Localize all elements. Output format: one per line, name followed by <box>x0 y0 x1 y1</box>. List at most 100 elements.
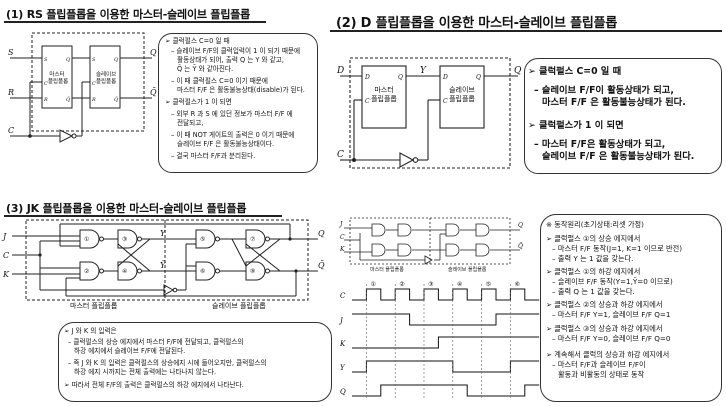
rs-master-pin-s: S <box>44 57 48 63</box>
s2-note-3: ➢ 클럭펄스가 1 이 되면 <box>528 120 624 131</box>
mini-slave-label: 슬레이브 플립플롭 <box>448 267 487 273</box>
d-slave-box <box>439 65 485 129</box>
s2-note-2: 마스터 F/F 은 활동불능상태가 된다. <box>542 97 686 108</box>
mini-output-qbar: Q̄ <box>518 243 523 250</box>
jk-gate-4 <box>117 261 142 281</box>
s3-note-0: ➢ J 와 K 의 입력은 <box>64 327 117 335</box>
d-frame <box>349 57 511 169</box>
jk-input-k: K <box>2 270 10 279</box>
mini-input-j: J <box>338 221 343 228</box>
timing-edge-number: ③ <box>428 281 433 288</box>
d-master-box <box>361 65 407 129</box>
jk-gate-label-3: ③ <box>122 236 127 243</box>
s1-note-11: – 결국 마스터 F/F과 분리된다. <box>171 152 256 160</box>
timing-edge-number: ⑤ <box>486 281 491 288</box>
timing-edge-number: ② <box>399 281 404 288</box>
s4-note-2: – 마스터 F/F 동작(J=1, K=1 이므로 반전) <box>552 244 683 253</box>
mini-input-k: K <box>339 246 345 253</box>
s4-note-7: ➢ 클럭펄스 ②의 상승과 하강 에지에서 <box>546 300 663 309</box>
timing-wave-y <box>352 360 540 373</box>
s1-note-10: 슬레이브 F/F 은 활동불능상태이다. <box>177 140 275 148</box>
rs-master-pin-r: R <box>43 97 48 103</box>
rs-slave-pin-c: C <box>92 81 96 87</box>
s3-note-2: 하강 에지에서 슬레이브 F/F에 전달된다. <box>74 347 186 355</box>
jk-gate-8 <box>245 261 270 281</box>
s4-note-5: – 슬레이브 F/F 동작(Y=1,Ȳ=0 이므로) <box>552 277 673 286</box>
timing-label-c: C <box>340 292 346 300</box>
s4-note-9: ➢ 클럭펄스 ③의 상승과 하강 에지에서 <box>546 324 663 333</box>
d-master-pin-q: Q <box>398 74 403 81</box>
s3-note-3: – 즉 J 와 K 의 입력은 클럭펄스의 상승에지 시에 들어오지만, 클럭펄… <box>68 359 267 367</box>
s1-note-8: 전달되고, <box>177 119 204 127</box>
d-slave-label: 슬레이브 플립플롭 <box>449 86 475 103</box>
rs-slave-pin-r: R <box>91 97 96 103</box>
s4-note-3: – 출력 Y 는 1 값을 갖는다. <box>552 254 634 263</box>
s4-note-12: – 마스터 F/F과 슬레이브 F/F이 <box>552 360 646 369</box>
s1-note-5: 마스터 F/F 은 활동불능상태(disable)가 된다. <box>177 86 305 94</box>
jk-gate-label-2: ② <box>84 268 89 275</box>
jk-gate-label-7: ⑦ <box>250 236 255 243</box>
d-master-pin-d: D <box>364 74 370 81</box>
s3-note-5: ➢ 따라서 전체 F/F의 출력은 클럭펄스의 하강 에지에서 나타난다. <box>64 381 244 389</box>
section2-title: (2) D 플립플롭을 이용한 마스터-슬레이브 플립플롭 <box>336 16 618 31</box>
rs-slave-pin-qbar: Q̄ <box>114 96 118 103</box>
timing-edge-number: ④ <box>457 281 462 288</box>
d-slave-pin-d: D <box>442 74 448 81</box>
s1-note-4: – 이 때 클럭펄스 C=0 이기 때문에 <box>171 77 268 85</box>
s4-note-11: ➢ 계속해서 클럭의 상승과 하강 에지에서 <box>546 350 670 359</box>
rs-slave-box <box>89 45 121 109</box>
rs-input-r: R <box>7 88 14 97</box>
rs-master-pin-c: C <box>44 81 48 87</box>
d-mid-y: Y <box>420 66 427 76</box>
s1-note-6: ➢ 클럭펄스가 1 이 되면 <box>165 98 232 106</box>
s1-note-7: – 외부 R 과 S 에 있던 정보가 마스터 F/F 에 <box>171 110 293 118</box>
jk-output-q: Q <box>318 229 325 238</box>
rs-output-qbar: Q̄ <box>150 88 157 97</box>
rs-output-q: Q <box>150 48 157 57</box>
jk-gate-3 <box>117 229 142 249</box>
section2-title-underline <box>330 30 722 32</box>
section4-notes-bubble <box>540 214 722 402</box>
s2-note-1: – 슬레이브 F/F이 활동상태가 되고, <box>534 85 674 96</box>
s1-note-0: ➢ 클럭펄스 C=0 일 때 <box>165 37 230 45</box>
jk-frame <box>25 219 309 301</box>
d-input-d: D <box>336 66 344 76</box>
s1-note-1: – 슬레이브 F/F의 클럭입력이 1 이 되기 때문에 <box>171 47 301 55</box>
s2-note-5: 슬레이브 F/F 은 활동불능상태가 된다. <box>542 151 695 162</box>
s4-note-0: ※ 동작원리(초기상태:리셋 가정) <box>546 220 644 229</box>
jk-gate-label-5: ⑤ <box>200 236 205 243</box>
d-master-pin-c: C <box>365 98 370 105</box>
jk-input-c: C <box>3 251 9 260</box>
timing-label-j: J <box>338 317 344 325</box>
jk-gate-label-4: ④ <box>122 268 127 275</box>
section1-title: (1) RS 플립플롭을 이용한 마스터-슬레이브 플립플롭 <box>6 8 251 21</box>
rs-slave-label: 슬레이브 플립플롭 <box>96 72 117 85</box>
mini-master-label: 마스터 플립플롭 <box>370 267 404 273</box>
s1-note-2: 활동상태가 되어, 출력 Q 는 Y 와 같고, <box>177 56 284 64</box>
timing-wave-j <box>352 313 540 326</box>
s4-note-13: 활동과 비활동의 상태로 동작 <box>558 370 645 379</box>
rs-slave-pin-q: Q <box>114 57 118 63</box>
section3-title: (3) JK 플립플롭을 이용한 마스터-슬레이브 플립플롭 <box>6 202 247 215</box>
s2-note-4: – 마스터 F/F은 활동상태가 되고, <box>534 139 666 150</box>
rs-master-label: 마스터 플립플롭 <box>48 72 69 85</box>
rs-master-pin-q: Q <box>66 57 70 63</box>
timing-wave-k <box>352 336 540 349</box>
d-not-gate <box>399 152 415 168</box>
s1-note-9: – 이 때 NOT 게이트의 출력은 0 이기 때문에 <box>171 131 295 139</box>
rs-input-c: C <box>8 126 14 135</box>
rs-master-pin-qbar: Q̄ <box>66 96 70 103</box>
jk-master-label: 마스터 플립플롭 <box>70 302 118 310</box>
timing-label-k: K <box>339 340 346 348</box>
mini-output-q: Q <box>518 222 523 229</box>
section1-title-underline <box>4 21 266 23</box>
jk-slave-label: 슬레이브 플립플롭 <box>212 302 266 310</box>
d-input-c: C <box>337 150 344 160</box>
jk-gate-6 <box>195 261 220 281</box>
jk-gate-label-6: ⑥ <box>200 268 205 275</box>
jk-gate-7 <box>245 229 270 249</box>
